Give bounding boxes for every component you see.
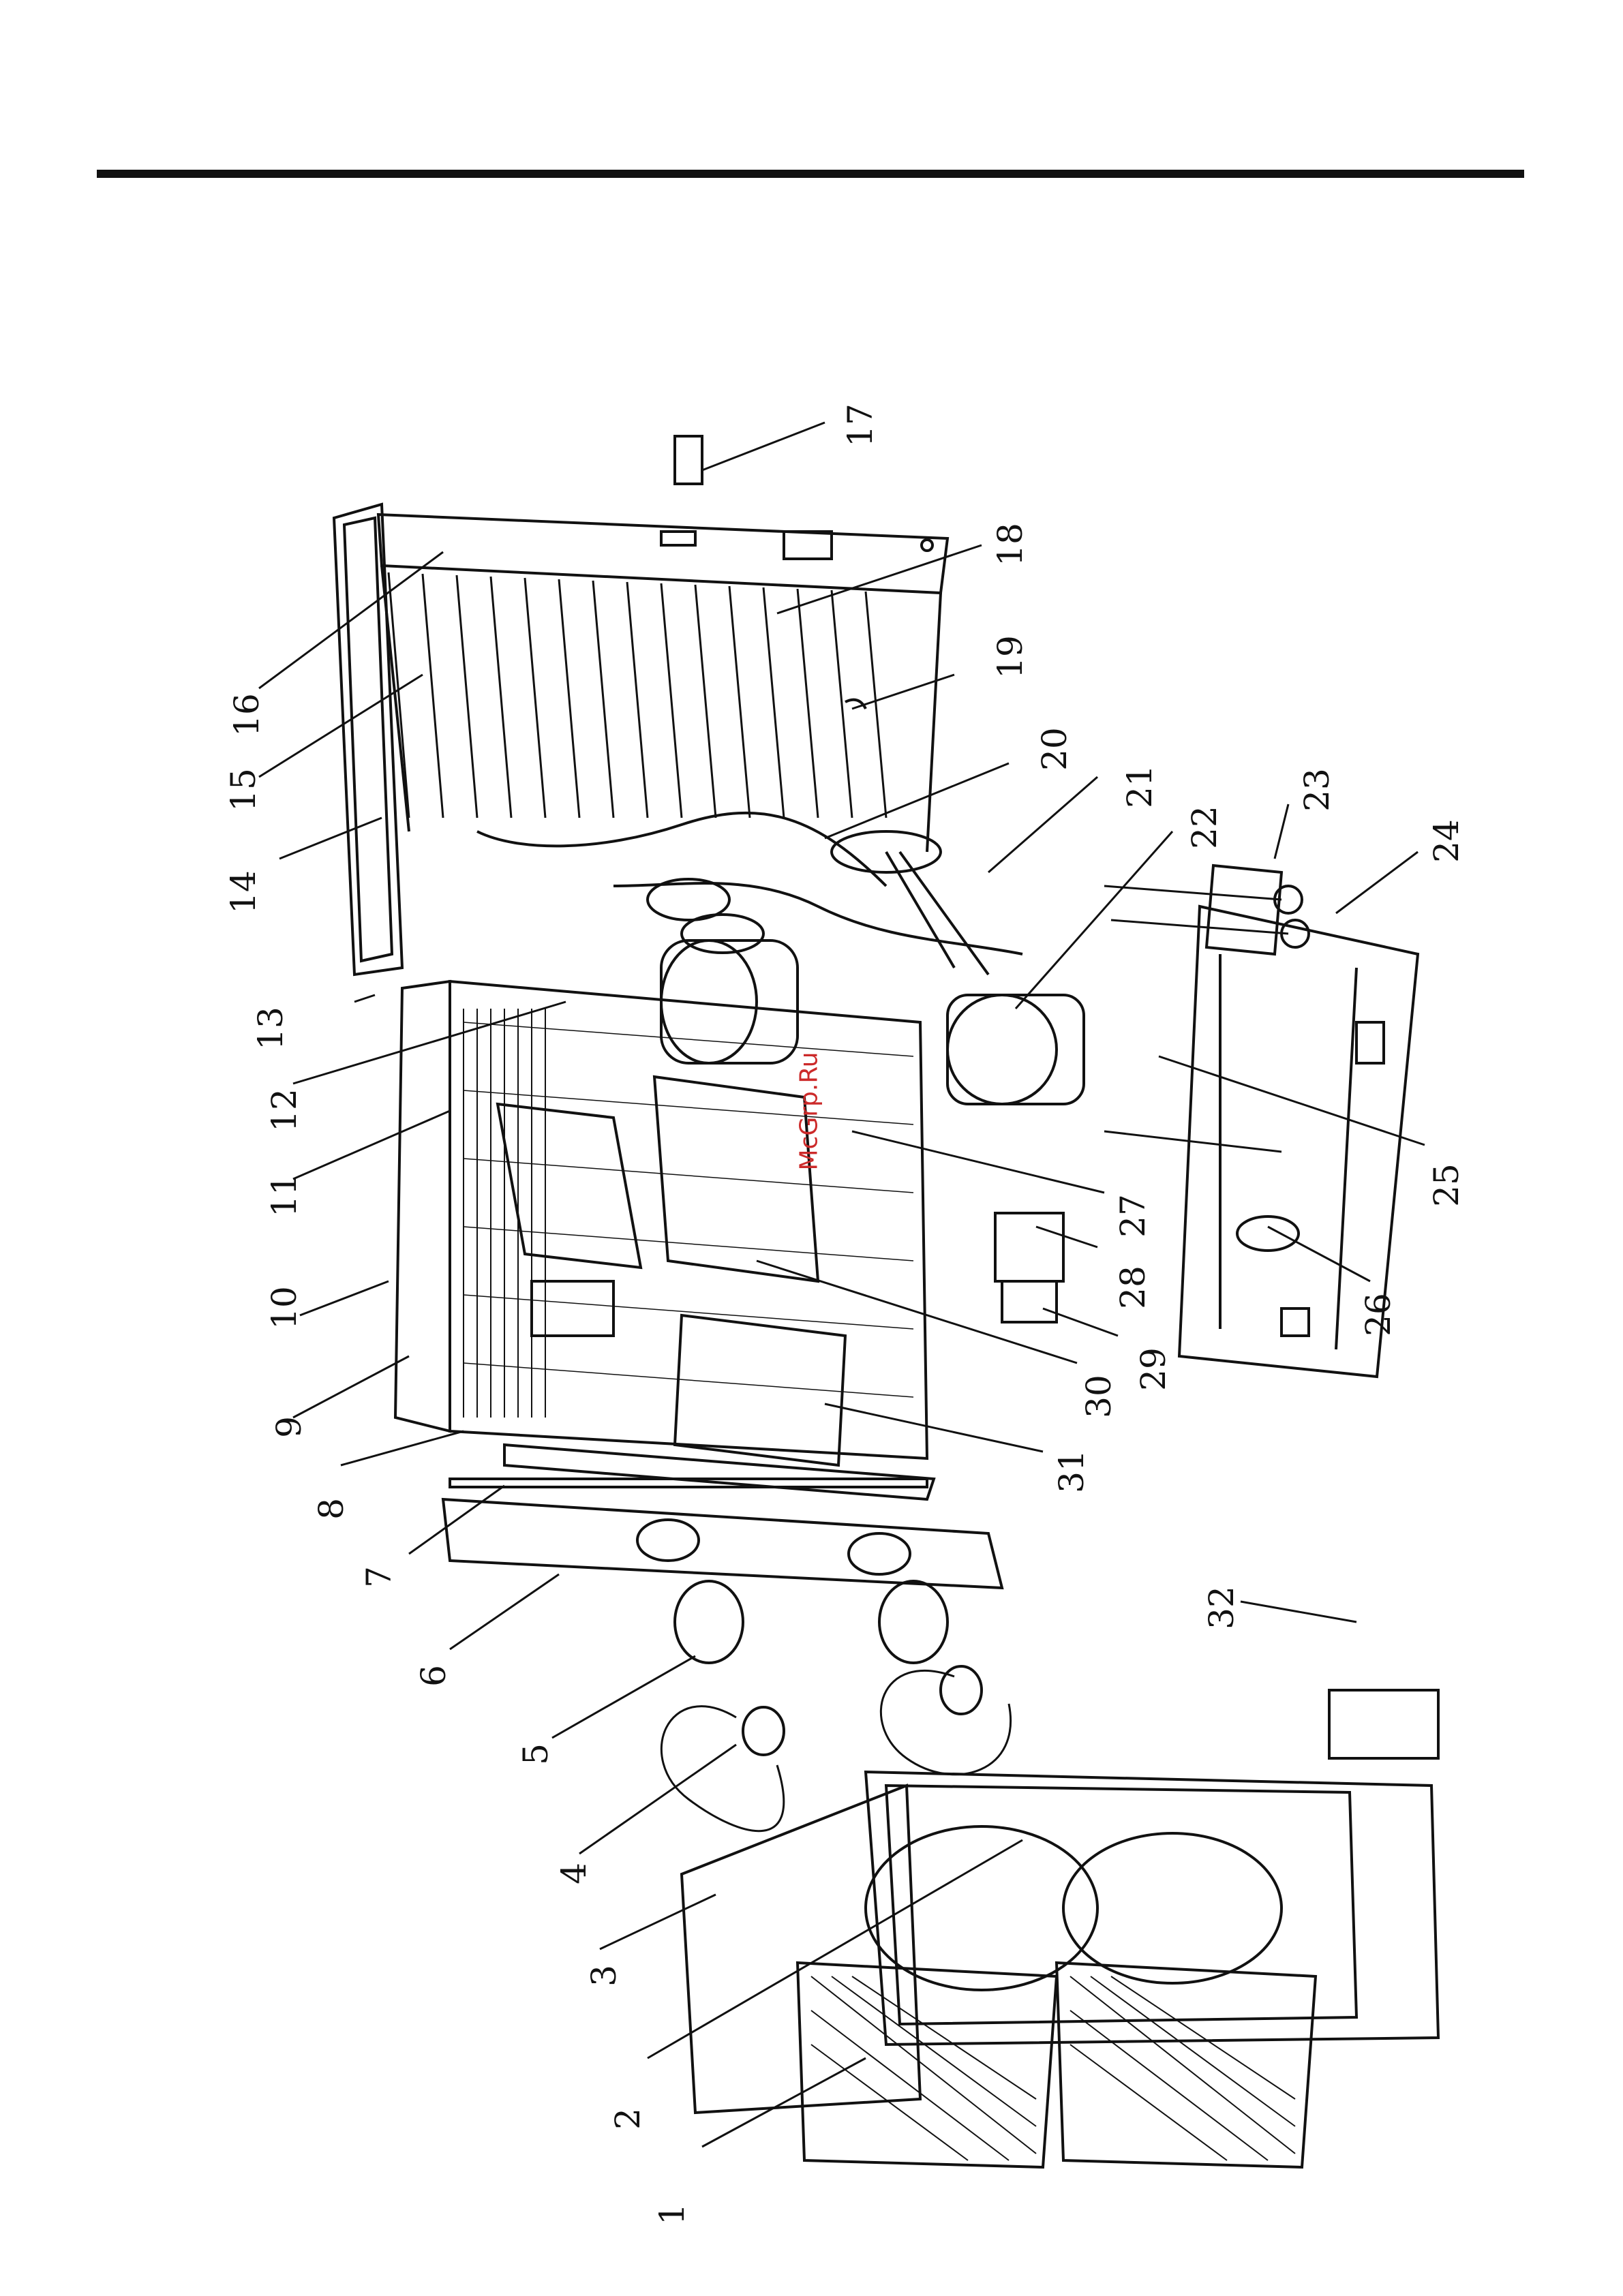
callout-11: 11	[264, 1174, 304, 1217]
service-valve-part	[1207, 866, 1309, 954]
callout-8: 8	[312, 1498, 351, 1520]
callout-25: 25	[1427, 1163, 1466, 1207]
electrical-box-part	[498, 1077, 1063, 1465]
callout-13: 13	[251, 1007, 290, 1050]
leader-lines	[259, 423, 1425, 2147]
callout-6: 6	[414, 1665, 453, 1687]
fan-bracket-part	[443, 1445, 1002, 1588]
callout-24: 24	[1427, 819, 1466, 863]
callout-26: 26	[1359, 1293, 1398, 1336]
callout-3: 3	[584, 1965, 624, 1987]
callout-19: 19	[990, 635, 1030, 679]
callout-7: 7	[359, 1566, 399, 1588]
fan-grille-part	[798, 1963, 1316, 2167]
condenser-coil-part	[378, 515, 947, 852]
callout-15: 15	[224, 768, 263, 812]
callout-17: 17	[840, 403, 880, 447]
callout-28: 28	[1113, 1266, 1153, 1309]
callout-14: 14	[224, 870, 263, 914]
callout-10: 10	[264, 1286, 304, 1330]
callout-4: 4	[554, 1863, 594, 1884]
callout-23: 23	[1297, 768, 1337, 812]
top-cover-part	[334, 504, 402, 975]
refrigerant-piping-part	[477, 813, 1022, 975]
callout-9: 9	[269, 1416, 309, 1438]
watermark-text: McGrp.Ru	[795, 1052, 823, 1170]
callout-12: 12	[264, 1088, 304, 1132]
callout-27: 27	[1113, 1194, 1153, 1238]
callout-29: 29	[1134, 1347, 1173, 1391]
base-coil-part	[395, 981, 927, 1458]
callout-30: 30	[1079, 1375, 1119, 1418]
callout-32: 32	[1202, 1586, 1241, 1629]
callout-22: 22	[1185, 806, 1224, 849]
fan-motor-part	[661, 1581, 1010, 1831]
callout-16: 16	[227, 693, 267, 737]
callout-20: 20	[1035, 727, 1074, 771]
callout-1: 1	[652, 2203, 692, 2225]
callout-21: 21	[1120, 765, 1159, 808]
callout-18: 18	[990, 523, 1030, 566]
callout-5: 5	[516, 1743, 556, 1765]
compressor-part	[661, 940, 1084, 1104]
callout-2: 2	[608, 2108, 648, 2130]
callout-31: 31	[1052, 1450, 1091, 1493]
